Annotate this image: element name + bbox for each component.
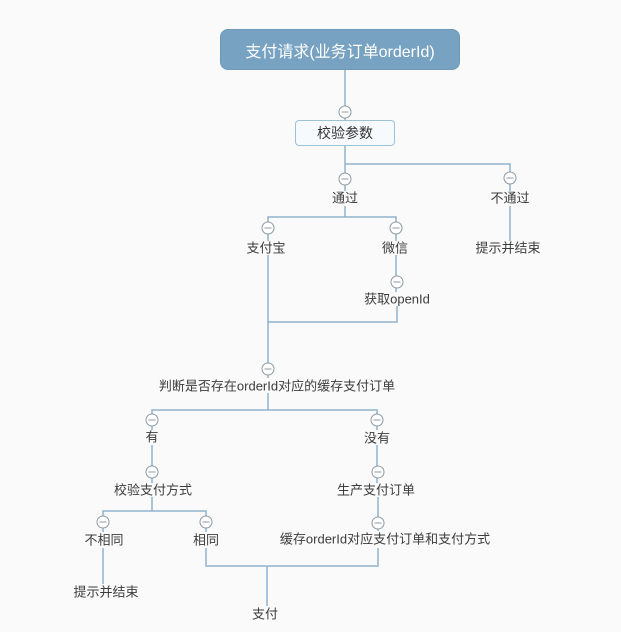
minus-icon — [264, 227, 272, 229]
collapse-toggle-icon-get-openid[interactable] — [390, 275, 404, 289]
node-get-openid[interactable]: 获取openId — [364, 291, 430, 307]
minus-icon — [374, 471, 382, 473]
node-no-cache[interactable]: 没有 — [363, 430, 391, 446]
minus-icon — [341, 178, 349, 180]
node-not-same-end[interactable]: 提示并结束 — [73, 584, 139, 600]
minus-icon — [373, 419, 381, 421]
minus-icon — [202, 521, 210, 523]
collapse-toggle-icon-no-cache[interactable] — [370, 413, 384, 427]
collapse-toggle-icon-create-pay-order[interactable] — [371, 465, 385, 479]
collapse-toggle-icon-check-cached-order[interactable] — [261, 362, 275, 376]
connector-path — [102, 70, 511, 606]
minus-icon — [264, 368, 272, 370]
minus-icon — [148, 471, 156, 473]
node-fail[interactable]: 不通过 — [490, 190, 530, 206]
minus-icon — [341, 111, 349, 113]
node-wechat[interactable]: 微信 — [381, 240, 409, 256]
node-alipay[interactable]: 支付宝 — [246, 240, 286, 256]
collapse-toggle-icon-wechat[interactable] — [389, 221, 403, 235]
node-has-cache[interactable]: 有 — [145, 429, 159, 445]
node-check-cached-order[interactable]: 判断是否存在orderId对应的缓存支付订单 — [158, 378, 396, 394]
node-fail-end[interactable]: 提示并结束 — [475, 240, 541, 256]
minus-icon — [148, 419, 156, 421]
node-validate-params[interactable]: 校验参数 — [295, 120, 395, 146]
minus-icon — [99, 521, 107, 523]
minus-icon — [392, 227, 400, 229]
minus-icon — [506, 177, 514, 179]
collapse-toggle-icon-not-same[interactable] — [96, 515, 110, 529]
node-pay[interactable]: 支付 — [251, 606, 279, 622]
collapse-toggle-icon-fail[interactable] — [503, 171, 517, 185]
node-pass[interactable]: 通过 — [331, 190, 359, 206]
collapse-toggle-icon-cache-order[interactable] — [371, 516, 385, 530]
node-cache-order[interactable]: 缓存orderId对应支付订单和支付方式 — [279, 531, 491, 547]
node-same[interactable]: 相同 — [192, 532, 220, 548]
minus-icon — [374, 522, 382, 524]
collapse-toggle-icon-validate-params[interactable] — [338, 105, 352, 119]
collapse-toggle-icon-verify-pay-method[interactable] — [145, 465, 159, 479]
collapse-toggle-icon-pass[interactable] — [338, 172, 352, 186]
collapse-toggle-icon-same[interactable] — [199, 515, 213, 529]
collapse-toggle-icon-alipay[interactable] — [261, 221, 275, 235]
minus-icon — [393, 281, 401, 283]
node-verify-pay-method[interactable]: 校验支付方式 — [113, 482, 193, 498]
node-not-same[interactable]: 不相同 — [84, 532, 124, 548]
node-create-pay-order[interactable]: 生产支付订单 — [336, 482, 416, 498]
node-payment-request[interactable]: 支付请求(业务订单orderId) — [220, 29, 460, 70]
collapse-toggle-icon-has-cache[interactable] — [145, 413, 159, 427]
